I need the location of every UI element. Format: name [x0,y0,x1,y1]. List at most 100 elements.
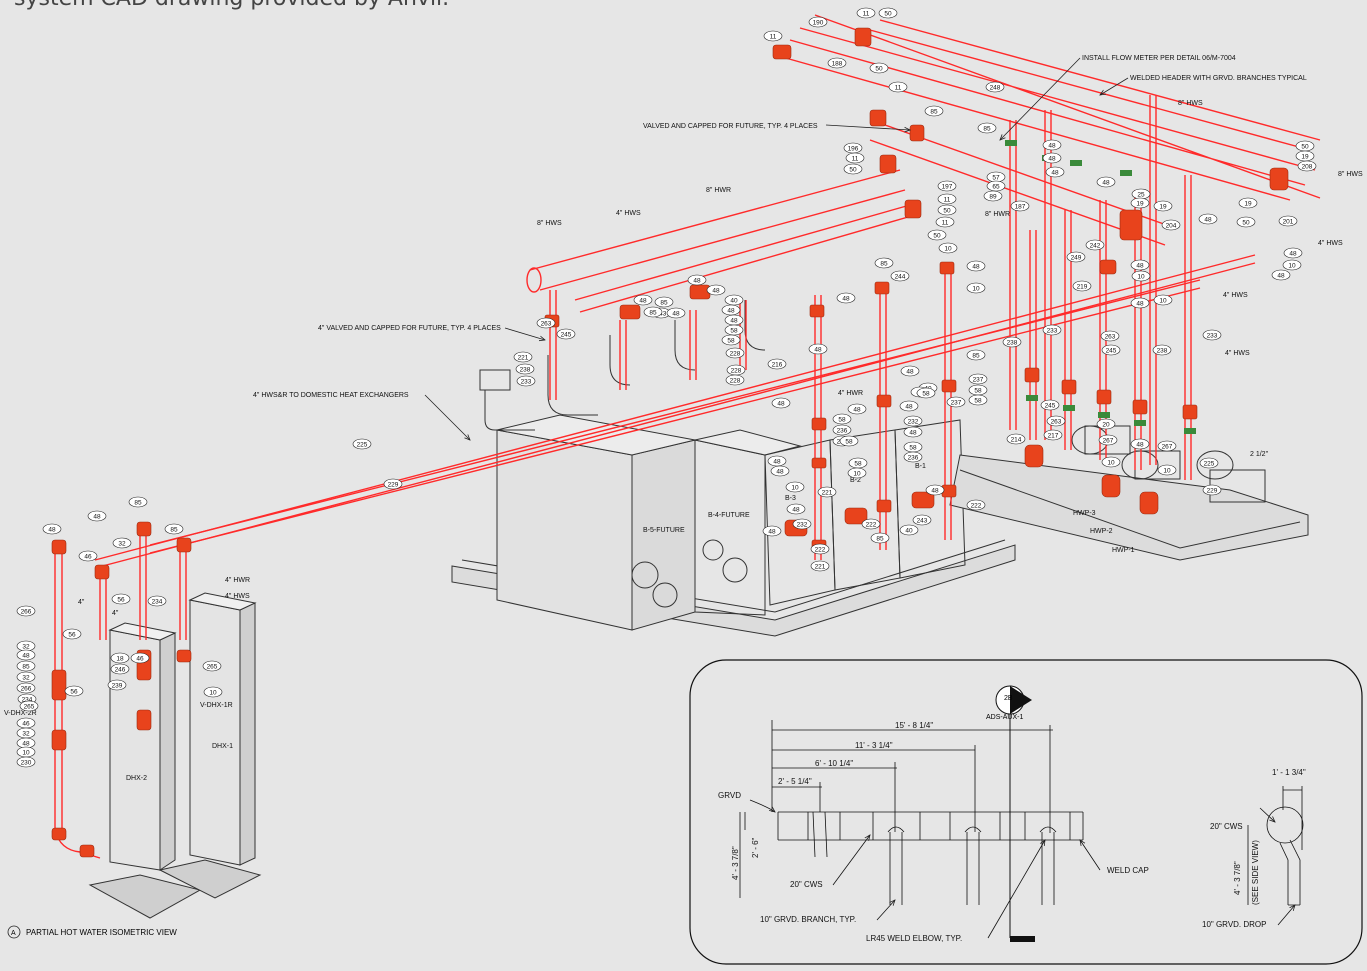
callout-bubble-outline [1199,457,1219,469]
callout-bubble-outline [654,296,674,308]
equipment-label: B-4-FUTURE [708,512,750,519]
callout-bubble-outline [643,306,663,318]
callout-bubble-outline [513,351,533,363]
callout-bubble-outline [916,387,936,399]
callout-bubble: 228 [725,374,745,386]
callout-number: 204 [1166,222,1177,229]
dimension-label: 2' - 5 1/4" [778,777,812,786]
callout-bubble: 85 [643,306,663,318]
callout-bubble: 89 [983,190,1003,202]
callout-number: 265 [207,663,218,670]
callout-number: 11 [942,219,949,226]
callout-bubble-outline [110,652,130,664]
callout-bubble: 48 [724,314,744,326]
dhx-return-run [149,279,1201,554]
callout-bubble: 204 [1161,219,1181,231]
callout-bubble: 56 [62,628,82,640]
callout-bubble-outline [899,524,919,536]
callout-bubble: 85 [977,122,997,134]
callout-bubble-outline [1278,215,1298,227]
callout-number: 50 [849,166,857,173]
callout-bubble-outline [903,451,923,463]
callout-bubble-outline [762,525,782,537]
callout-bubble-outline [1131,270,1151,282]
callout-bubble-outline [1271,269,1291,281]
callout-bubble-outline [725,347,745,359]
callout-bubble-outline [861,518,881,530]
callout-number: 245 [1106,347,1117,354]
capped-4in-note: 4" VALVED AND CAPPED FOR FUTURE, TYP. 4 … [318,325,501,332]
callout-number: 201 [1283,218,1294,225]
callout-bubble-outline [1085,239,1105,251]
callout-bubble: 214 [1006,433,1026,445]
callout-number: 48 [842,295,850,302]
callout-bubble: 58 [968,394,988,406]
callout-number: 48 [792,506,800,513]
callout-bubble: 32 [112,537,132,549]
callout-number: 233 [1047,327,1058,334]
callout-bubble: 85 [870,532,890,544]
callout-bubble: 11 [935,216,955,228]
callout-bubble-outline [767,358,787,370]
callout-number: 89 [989,193,997,200]
callout-bubble-outline [935,216,955,228]
callout-bubble: 219 [1072,280,1092,292]
callout-bubble: 263 [536,317,556,329]
callout-number: 246 [115,666,126,673]
callout-number: 19 [1159,203,1167,210]
callout-bubble: 263 [1046,415,1066,427]
callout-number: 25 [1137,191,1145,198]
callout-number: 48 [768,528,776,535]
callout-bubble: 10 [938,242,958,254]
callout-number: 32 [22,674,30,681]
callout-bubble-outline [808,16,828,28]
callout-bubble: 48 [16,649,36,661]
callout-bubble-outline [1130,259,1150,271]
callout-number: 48 [639,297,647,304]
callout-bubble-outline [937,193,957,205]
section-tag: 2B [1004,695,1013,702]
callout-number: 244 [895,273,906,280]
callout-bubble-outline [1066,251,1086,263]
callout-number: 217 [1048,432,1059,439]
callout-number: 56 [68,631,76,638]
callout-bubble: 234 [147,595,167,607]
callout-number: 228 [731,367,742,374]
callout-bubble: 48 [1096,176,1116,188]
callout-bubble: 50 [1236,216,1256,228]
callout-bubble: 50 [937,204,957,216]
callout-bubble-outline [888,81,908,93]
callout-bubble-outline [1153,200,1173,212]
callout-bubble: 11 [845,152,865,164]
callout-bubble-outline [903,415,923,427]
callout-bubble: 10 [1282,259,1302,271]
callout-bubble-outline [1202,329,1222,341]
callout-bubble: 236 [832,424,852,436]
callout-bubble: 48 [836,292,856,304]
callout-bubble: 233 [516,375,536,387]
callout-number: 19 [1301,153,1309,160]
cws-label: 20" CWS [790,880,823,889]
callout-number: 232 [797,521,808,528]
callout-bubble-outline [383,478,403,490]
equipment-label: B-5-FUTURE [643,527,685,534]
callout-bubble-outline [890,270,910,282]
callout-bubble-outline [874,257,894,269]
callout-bubble: 11 [763,30,783,42]
callout-bubble-outline [836,292,856,304]
callout-bubble: 19 [1295,150,1315,162]
callout-bubble-outline [666,307,686,319]
callout-bubble: 238 [1002,336,1022,348]
callout-bubble: 48 [767,455,787,467]
callout-number: 266 [21,608,32,615]
callout-bubble-outline [1238,197,1258,209]
callout-bubble: 58 [848,457,868,469]
dhx-supply-note: 4" HWS&R TO DOMESTIC HEAT EXCHANGERS [253,392,409,399]
callout-bubble-outline [985,81,1005,93]
grvd-label: GRVD [718,791,741,800]
callout-bubble-outline [938,242,958,254]
side-cws-label: 20" CWS [1210,822,1243,831]
callout-bubble: 229 [1202,484,1222,496]
callout-bubble-outline [147,595,167,607]
view-title-text: PARTIAL HOT WATER ISOMETRIC VIEW [26,928,177,937]
